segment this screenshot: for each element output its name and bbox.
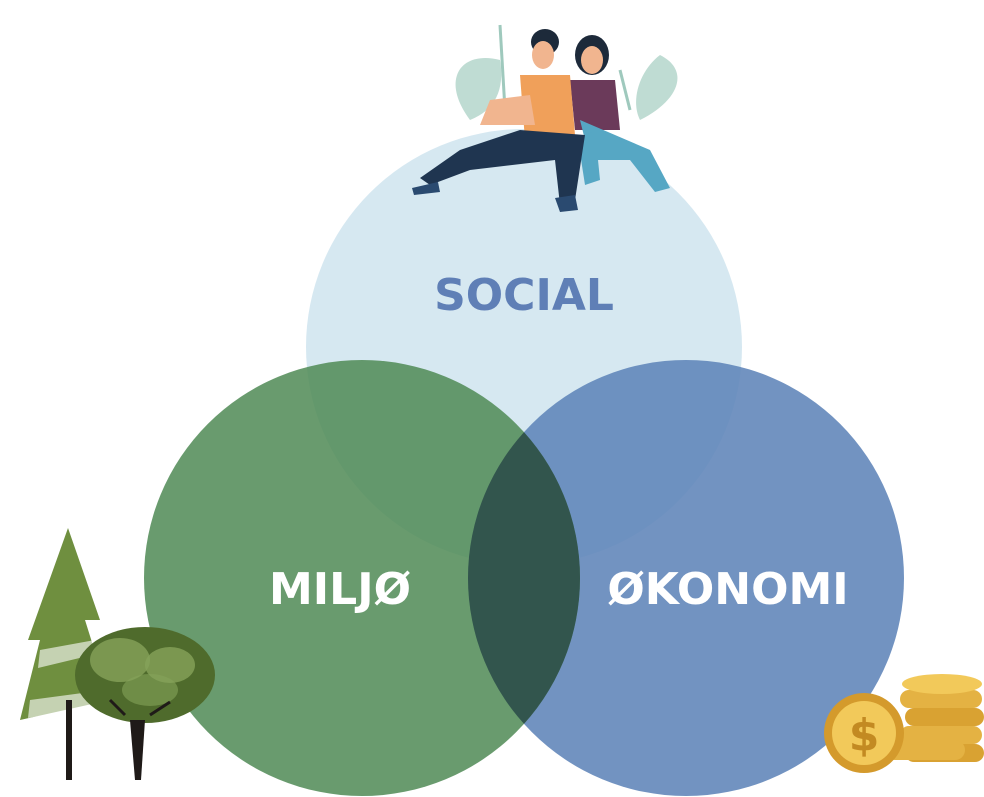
coin-symbol: $	[849, 710, 880, 761]
trees-illustration	[20, 528, 215, 780]
label-okonomi: ØKONOMI	[607, 564, 848, 615]
leaf-icon	[636, 55, 678, 120]
leaf-icon	[498, 24, 507, 111]
label-miljo: MILJØ	[269, 564, 411, 615]
leaf-icon	[618, 69, 632, 111]
coins-illustration: $	[824, 674, 984, 773]
circle-miljo	[144, 360, 580, 796]
label-social: SOCIAL	[434, 270, 614, 321]
circle-okonomi	[468, 360, 904, 796]
people-sitting-illustration	[412, 24, 678, 212]
